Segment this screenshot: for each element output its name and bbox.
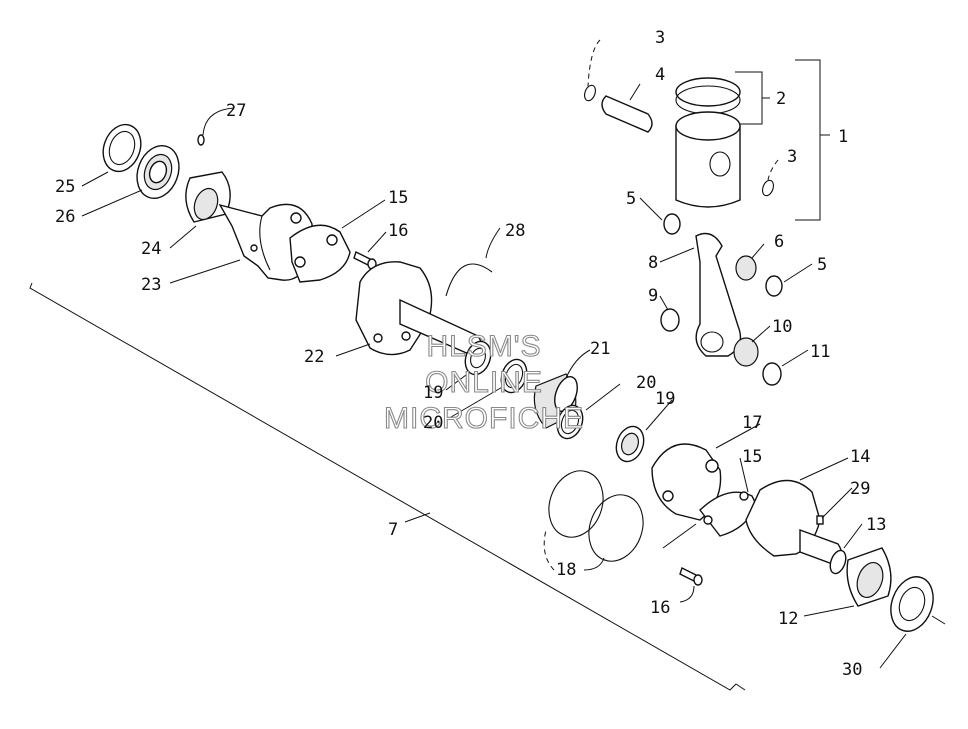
callout-23: 23: [141, 275, 161, 295]
part-27-pin: [197, 134, 205, 146]
callout-10: 10: [772, 317, 792, 337]
watermark-line-3: MICROFICHE: [384, 402, 584, 435]
part-14-crank-half: [745, 479, 843, 567]
part-30-seal: [890, 576, 946, 632]
part-piston-body: [675, 111, 741, 208]
callout-19a: 19: [423, 383, 443, 403]
callout-6: 6: [774, 232, 784, 252]
leader-lines: [81, 39, 907, 669]
callout-16a: 16: [388, 221, 408, 241]
part-26-bearing: [136, 145, 180, 199]
callout-8: 8: [648, 253, 658, 273]
callout-17: 17: [742, 413, 762, 433]
callout-3a: 3: [655, 28, 665, 48]
assembly-bracket-7: [29, 282, 746, 691]
part-9-washer: [660, 308, 680, 332]
part-2-piston-rings: [675, 77, 741, 115]
callout-20b: 20: [636, 373, 656, 393]
part-5-washer-lower: [765, 275, 783, 297]
part-11-washer: [762, 362, 782, 386]
part-16-screw-lower: [679, 567, 703, 586]
callout-19b: 19: [655, 389, 675, 409]
part-12-bearing: [846, 547, 892, 607]
part-10-big-bearing: [733, 337, 759, 367]
part-18-rings: [548, 470, 644, 562]
callout-24: 24: [141, 239, 161, 259]
part-15-plate-lower: [699, 491, 757, 537]
callout-15a: 15: [388, 188, 408, 208]
part-24-bearing: [185, 171, 231, 223]
callout-25: 25: [55, 177, 75, 197]
watermark-line-1: HLSM'S: [426, 330, 541, 363]
callout-5a: 5: [626, 189, 636, 209]
part-5-washer-upper: [663, 213, 681, 235]
callout-13: 13: [866, 515, 886, 535]
callout-12: 12: [778, 609, 798, 629]
callout-18: 18: [556, 560, 576, 580]
callout-15b: 15: [742, 447, 762, 467]
callout-4: 4: [655, 65, 665, 85]
part-3-circlip-lower: [762, 179, 774, 197]
part-19-washer-upper: [464, 340, 492, 376]
part-29-key: [816, 515, 824, 525]
part-20-washer-upper: [500, 358, 528, 394]
part-6-small-bearing: [735, 255, 757, 281]
callout-9: 9: [648, 286, 658, 306]
watermark-line-2: ONLINE: [425, 366, 543, 399]
callout-11: 11: [810, 342, 830, 362]
callout-29: 29: [850, 479, 870, 499]
callout-1: 1: [838, 127, 848, 147]
watermark: HLSM'S ONLINE MICROFICHE: [383, 329, 584, 435]
callout-27: 27: [226, 101, 246, 121]
piston-bracket: [735, 59, 830, 221]
part-4-piston-pin: [601, 95, 653, 133]
callout-2: 2: [776, 89, 786, 109]
callout-26: 26: [55, 207, 75, 227]
callout-28: 28: [505, 221, 525, 241]
callout-14: 14: [850, 447, 870, 467]
callout-30: 30: [842, 660, 862, 680]
part-28-circlip: [445, 263, 493, 297]
callout-5b: 5: [817, 255, 827, 275]
part-25-seal: [102, 123, 142, 173]
callout-16b: 16: [650, 598, 670, 618]
part-3-circlip-upper: [584, 84, 596, 102]
callout-21: 21: [590, 339, 610, 359]
callout-labels: 1 2 3 3 4 5 5 6 7 8 9 10 11 12 13 14 15 …: [55, 28, 886, 680]
callout-20a: 20: [423, 413, 443, 433]
part-8-connecting-rod: [695, 232, 742, 357]
part-19-washer-lower: [615, 425, 645, 463]
callout-3b: 3: [787, 147, 797, 167]
part-13-ring: [829, 549, 847, 575]
part-16-screw-upper: [353, 251, 377, 270]
part-20-washer-lower: [556, 404, 584, 440]
part-17-counterweight: [651, 443, 722, 521]
callout-22: 22: [304, 347, 324, 367]
callout-7: 7: [388, 520, 398, 540]
part-15-plate-upper: [289, 224, 351, 283]
